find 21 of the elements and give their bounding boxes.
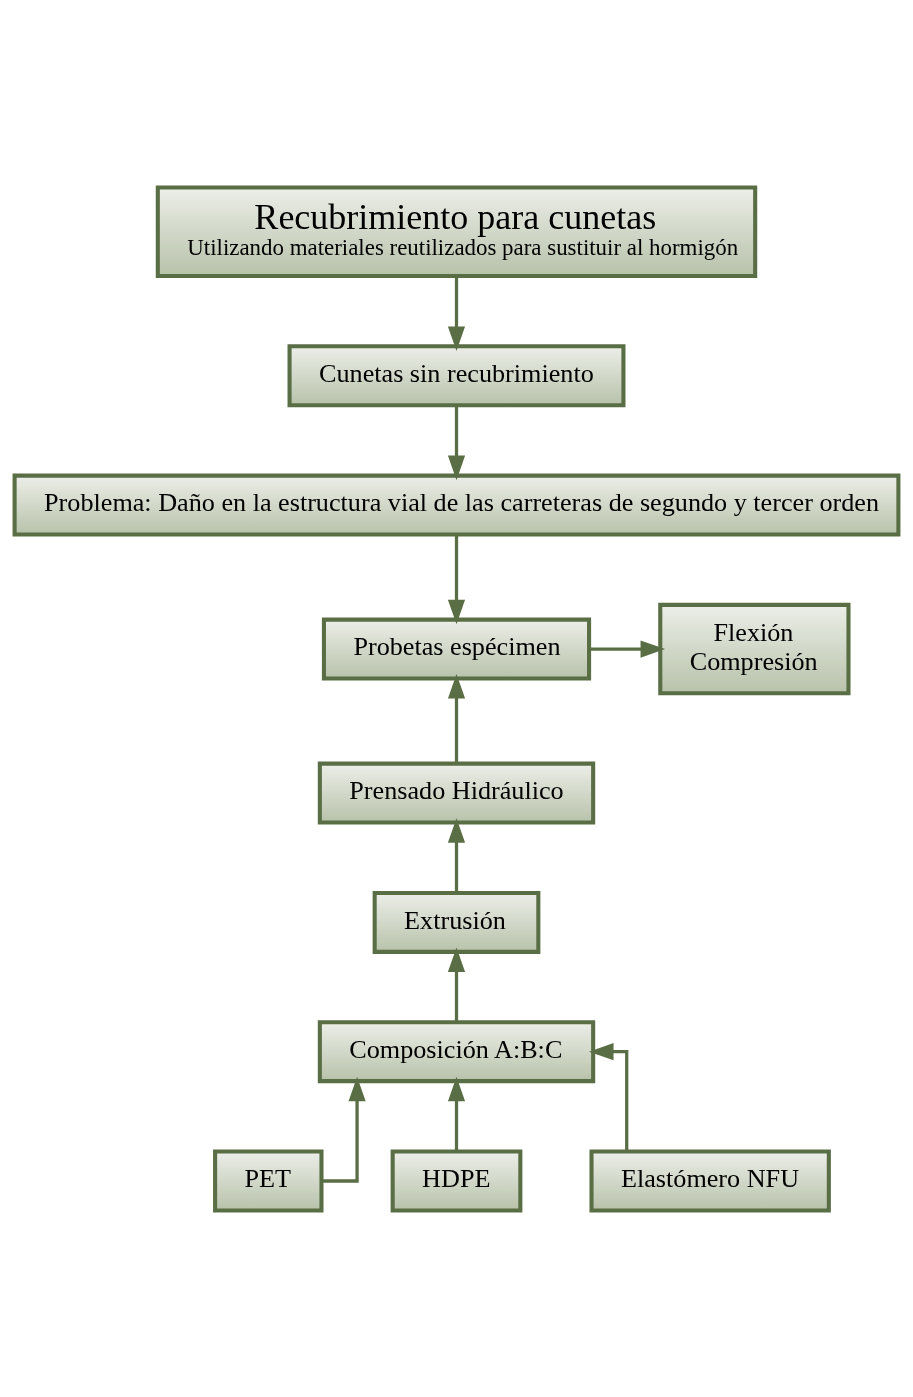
arrow	[447, 946, 466, 1022]
arrow	[589, 639, 666, 658]
arrow	[588, 1042, 629, 1151]
node-box: Problema: Daño en la estructura vial de las carreteras de segundo y tercer orden	[12, 473, 901, 537]
node-box: Extrusión	[372, 890, 541, 954]
node-box: Recubrimiento para cunetas Utilizando materiales reutilizados para sustituir al hormigón	[155, 185, 758, 278]
node-box: PET	[213, 1149, 324, 1212]
arrow	[447, 405, 466, 480]
node-box: Prensado Hidráulico	[317, 761, 596, 825]
node-box: Composición A:B:C	[317, 1019, 596, 1083]
arrow	[447, 1076, 466, 1151]
node-box: Probetas espécimen	[321, 617, 592, 681]
arrow	[447, 534, 466, 624]
arrow	[447, 673, 466, 763]
node-box: HDPE	[390, 1149, 523, 1212]
arrow	[322, 1076, 366, 1183]
node-box: Flexión Compresión	[658, 602, 851, 695]
arrow	[447, 276, 466, 351]
node-box: Elastómero NFU	[589, 1149, 831, 1212]
node-box: Cunetas sin recubrimiento	[287, 343, 626, 407]
arrow	[447, 817, 466, 893]
